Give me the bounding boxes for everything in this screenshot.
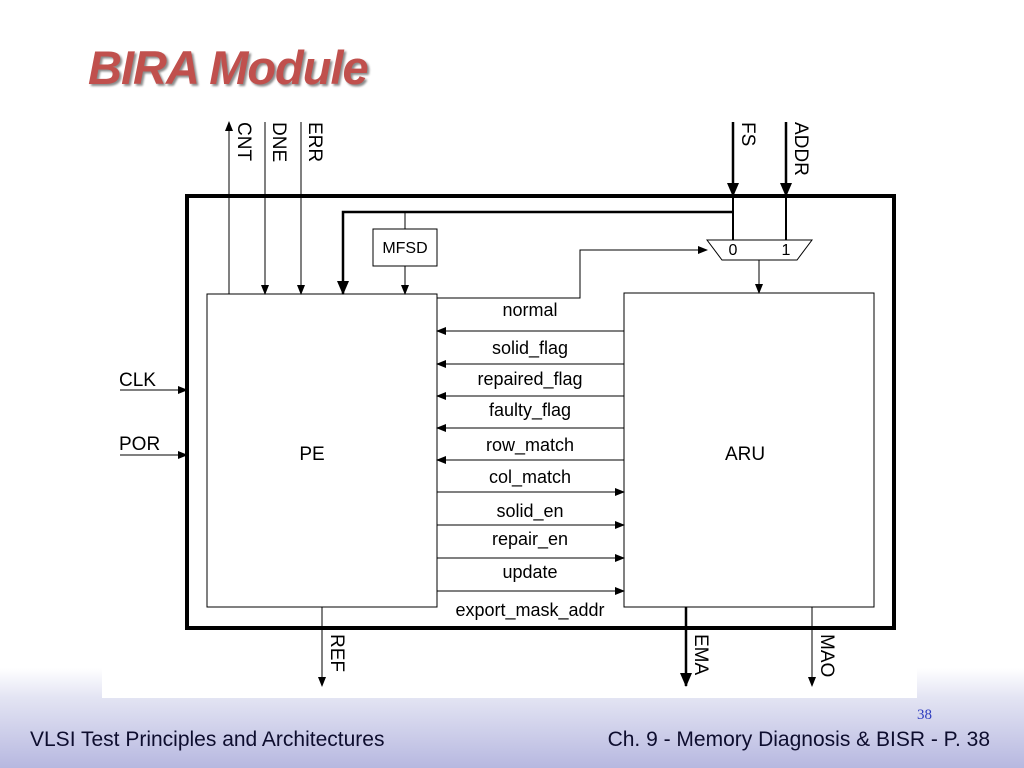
cnt-label: CNT bbox=[233, 122, 254, 161]
bus-label-export-mask-addr: export_mask_addr bbox=[455, 600, 604, 621]
por-label: POR bbox=[119, 434, 160, 455]
mux bbox=[706, 239, 813, 261]
mfsd-label: MFSD bbox=[382, 240, 427, 257]
clk-label: CLK bbox=[119, 370, 156, 391]
bus-label-row-match: row_match bbox=[486, 435, 574, 456]
footer-chapter: Ch. 9 - Memory Diagnosis & BISR - P. 38 bbox=[607, 728, 990, 751]
mux-input-0: 0 bbox=[729, 242, 738, 259]
dne-label: DNE bbox=[268, 122, 289, 162]
mux-input-1: 1 bbox=[782, 242, 791, 259]
ref-label: REF bbox=[326, 634, 347, 672]
bus-signals: normal solid_flag repaired_flag faulty_flag… bbox=[436, 300, 625, 621]
bira-boundary bbox=[185, 194, 896, 630]
mao-label: MAO bbox=[816, 634, 837, 677]
bus-label-repaired-flag: repaired_flag bbox=[477, 369, 582, 390]
page-number: 38 bbox=[917, 707, 932, 723]
mfsd-block bbox=[372, 228, 438, 267]
bus-label-solid-flag: solid_flag bbox=[492, 338, 568, 359]
ema-label: EMA bbox=[690, 634, 711, 676]
footer-course-title: VLSI Test Principles and Architectures bbox=[30, 728, 385, 751]
bus-label-col-match: col_match bbox=[489, 467, 571, 488]
slide-title: BIRA Module bbox=[88, 41, 369, 94]
fs-label: FS bbox=[737, 122, 758, 146]
err-label: ERR bbox=[304, 122, 325, 162]
bus-label-update: update bbox=[502, 562, 557, 582]
pe-label: PE bbox=[299, 444, 324, 465]
pe-block bbox=[206, 293, 438, 608]
aru-block bbox=[623, 292, 875, 608]
bus-label-normal: normal bbox=[502, 300, 557, 320]
normal-line bbox=[437, 246, 708, 299]
bira-block-diagram: PE ARU MFSD 0 1 CNT DNE ERR FS ADDR bbox=[102, 112, 917, 698]
addr-label: ADDR bbox=[790, 122, 811, 176]
bus-label-repair-en: repair_en bbox=[492, 529, 568, 550]
aru-label: ARU bbox=[725, 444, 765, 465]
fs-to-pe-line bbox=[337, 210, 733, 295]
bus-label-faulty-flag: faulty_flag bbox=[489, 400, 571, 421]
bus-label-solid-en: solid_en bbox=[496, 501, 563, 522]
